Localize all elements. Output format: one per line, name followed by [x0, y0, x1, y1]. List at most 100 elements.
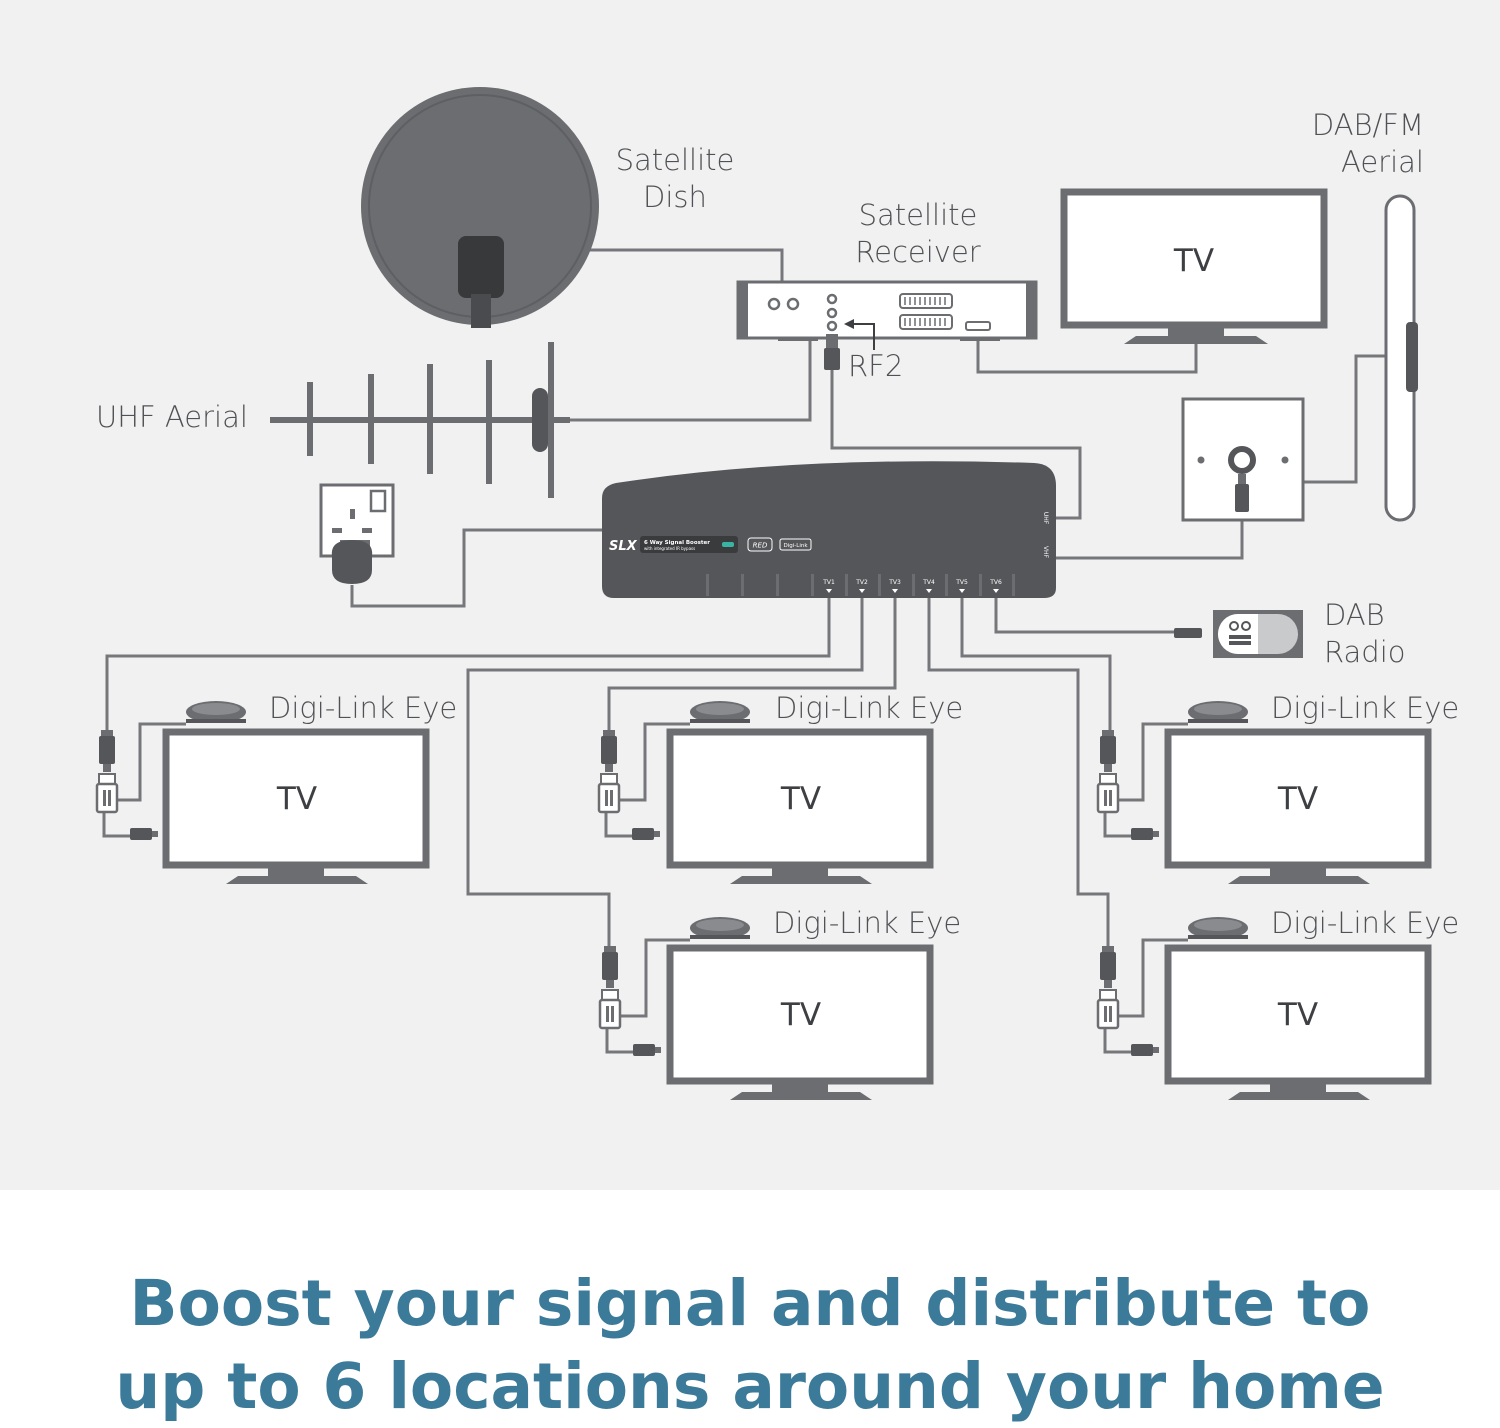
caption-line-1: Boost your signal and distribute to [129, 1267, 1371, 1340]
digi-link-eye-icon-5 [1188, 917, 1248, 939]
booster-input-uhf: UHF [1042, 512, 1049, 525]
wall-socket-icon [1181, 397, 1305, 522]
dab-radio-label: DAB Radio [1324, 597, 1406, 671]
hdmi-lead-5 [1103, 1028, 1131, 1054]
ir-splitter-icon-2 [597, 773, 621, 814]
satellite-dish-label: Satellite Dish [600, 142, 750, 216]
tv2-cable [466, 598, 864, 948]
booster-output-tv4: TV4 [922, 579, 935, 586]
wall-socket-cable [1056, 510, 1244, 560]
power-cable [350, 528, 604, 608]
coax-plug-icon-5 [1100, 946, 1116, 988]
mains-socket-icon [319, 483, 395, 584]
diagram-panel: SLX 6 Way Signal Booster with integrated… [0, 0, 1500, 1190]
dab-fm-aerial-label-line1: DAB/FM [1311, 108, 1424, 142]
tv-station-1 [95, 701, 430, 884]
eye-lead-3 [1117, 722, 1188, 802]
dab-fm-aerial-label-line2: Aerial [1341, 145, 1424, 179]
ir-splitter-icon-3 [1096, 773, 1120, 814]
digi-link-eye-icon-2 [690, 701, 750, 723]
hdmi-lead-4 [605, 1028, 633, 1054]
eye-lead-4 [619, 938, 690, 1018]
booster-output-tv3: TV3 [888, 579, 901, 586]
rf2-to-booster-cable [830, 368, 1082, 520]
tv-icon-5 [1164, 944, 1432, 1100]
tv-label-3: TV [1277, 781, 1319, 817]
coax-plug-icon-3 [1100, 730, 1116, 772]
tv5-cable [960, 598, 1112, 732]
booster-output-tv2: TV2 [855, 579, 868, 586]
booster-input-vhf: VHF [1042, 546, 1049, 559]
satellite-receiver-icon [736, 280, 1038, 370]
digi-link-eye-label-4: Digi-Link Eye [773, 906, 962, 940]
digi-link-eye-icon-4 [690, 917, 750, 939]
tv-icon-1 [162, 728, 430, 884]
caption: Boost your signal and distribute to up t… [0, 1262, 1500, 1428]
dab-radio-icon [1174, 610, 1303, 658]
tv-station-3 [1096, 701, 1432, 884]
hdmi-lead-3 [1103, 812, 1131, 838]
hdmi-lead-1 [102, 812, 130, 838]
dab-fm-aerial-icon [1384, 194, 1418, 522]
tv-label-2: TV [780, 781, 822, 817]
hdmi-lead-2 [604, 812, 632, 838]
booster-output-tv6: TV6 [989, 579, 1002, 586]
dab-radio-label-line1: DAB [1324, 598, 1385, 632]
booster-output-tv1: TV1 [822, 579, 835, 586]
tv-station-4 [598, 917, 934, 1100]
ir-splitter-icon-5 [1096, 989, 1120, 1030]
tv4-cable [927, 598, 1110, 948]
tv-label-5: TV [1277, 997, 1319, 1033]
eye-lead-2 [618, 722, 690, 802]
ir-splitter-icon-1 [95, 773, 119, 814]
eye-lead-1 [116, 722, 186, 802]
digi-link-eye-label-1: Digi-Link Eye [269, 691, 458, 725]
dab-fm-aerial-label: DAB/FM Aerial [1270, 107, 1424, 181]
booster-brand: SLX [609, 539, 638, 554]
tv3-cable [607, 598, 897, 732]
tv-stations [95, 701, 1432, 1100]
uhf-aerial-label: UHF Aerial [96, 400, 248, 434]
satellite-dish-label-line2: Dish [643, 180, 707, 214]
tv-label-1: TV [276, 781, 318, 817]
satellite-receiver-label: Satellite Receiver [832, 197, 1004, 271]
satellite-dish-icon [361, 87, 599, 328]
satellite-receiver-label-line1: Satellite [858, 198, 978, 232]
dab-radio-label-line2: Radio [1324, 635, 1406, 669]
tv-station-2 [597, 701, 934, 884]
eye-lead-5 [1117, 938, 1188, 1018]
tv-main-icon [1060, 188, 1328, 344]
digi-link-eye-icon-3 [1188, 701, 1248, 723]
tv-icon-3 [1164, 728, 1432, 884]
tv-main-label: TV [1173, 243, 1215, 279]
cables [102, 248, 1396, 1054]
booster-badge-digilink: Digi-Link [783, 543, 808, 549]
coax-plug-icon-2 [601, 730, 617, 772]
tv-label-4: TV [780, 997, 822, 1033]
booster-output-ports [706, 574, 1015, 596]
rf2-label: RF2 [848, 349, 904, 383]
tv6-cable [994, 598, 1178, 634]
digi-link-eye-label-3: Digi-Link Eye [1271, 691, 1460, 725]
hdmi-plug-icon-1 [130, 828, 158, 840]
coax-plug-icon-4 [602, 946, 618, 988]
uhf-aerial-icon [270, 342, 570, 498]
hdmi-cable [976, 330, 1198, 374]
tv-icon-4 [666, 944, 934, 1100]
digi-link-eye-label-5: Digi-Link Eye [1271, 906, 1460, 940]
caption-line-2: up to 6 locations around your home [115, 1350, 1385, 1423]
satellite-dish-label-line1: Satellite [615, 143, 735, 177]
signal-booster-device: SLX 6 Way Signal Booster with integrated… [602, 461, 1056, 598]
hdmi-plug-icon-5 [1131, 1044, 1159, 1056]
satellite-receiver-label-line2: Receiver [855, 235, 981, 269]
tv1-cable [105, 598, 831, 732]
digi-link-eye-icon-1 [186, 701, 246, 723]
booster-subtitle: with integrated IR bypass [644, 546, 695, 551]
ir-splitter-icon-4 [598, 989, 622, 1030]
dab-aerial-cable [1304, 354, 1396, 484]
hdmi-plug-icon-3 [1131, 828, 1159, 840]
tv-station-5 [1096, 917, 1432, 1100]
dish-cable [588, 248, 784, 282]
hdmi-plug-icon-2 [632, 828, 660, 840]
